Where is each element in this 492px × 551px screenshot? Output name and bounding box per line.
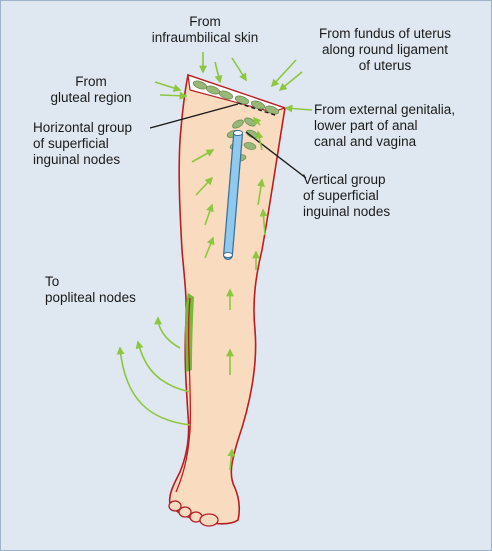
posterior-vessel-line [175, 297, 192, 493]
inguinal-ligament-dashed [237, 102, 279, 117]
horizontal-group-leader [149, 103, 239, 129]
horizontal-node-group [192, 80, 280, 115]
saphenous-vein [223, 130, 243, 260]
label-genitalia: From external genitalia, lower part of a… [314, 102, 456, 149]
label-horizontal-group: Horizontal group of superficial inguinal… [33, 120, 133, 167]
label-popliteal: To popliteal nodes [45, 274, 136, 305]
label-gluteal: From gluteal region [50, 74, 132, 105]
toes [168, 500, 219, 527]
label-uterus: From fundus of uterus along round ligame… [318, 26, 452, 73]
popliteal-strip [185, 293, 194, 372]
vertical-group-leader [245, 131, 307, 179]
lymph-flow-arrows [116, 52, 313, 471]
label-vertical-group: Vertical group of superficial inguinal n… [303, 172, 391, 219]
label-infraumbilical: From infraumbilical skin [151, 14, 259, 45]
